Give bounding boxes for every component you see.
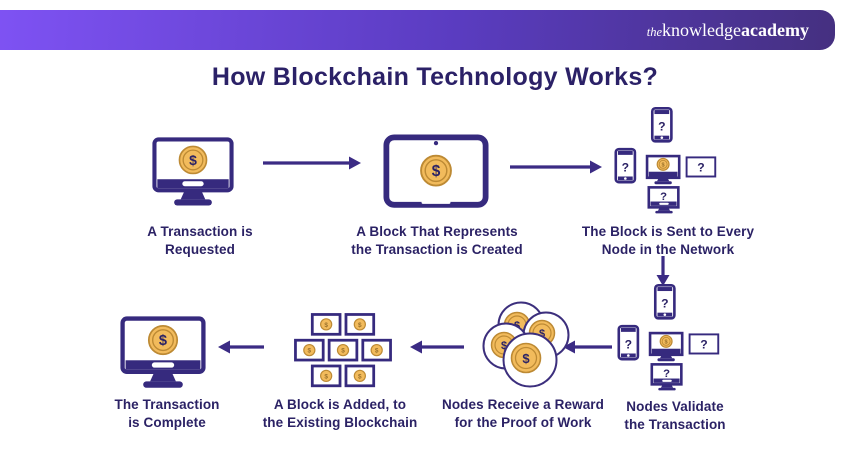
dollar-coin-icon: $ xyxy=(147,325,179,356)
dollar-glyph: $ xyxy=(432,163,441,180)
question-glyph: ? xyxy=(700,337,707,351)
header-bar: theknowledgeacademy xyxy=(0,10,835,50)
coin-icon: $ xyxy=(502,332,558,388)
question-glyph: ? xyxy=(658,119,665,133)
dollar-glyph: $ xyxy=(375,348,379,355)
step-label-block-created: A Block That Represents the Transaction … xyxy=(351,224,523,257)
screen-icon: ? xyxy=(685,156,717,178)
logo-word-academy: academy xyxy=(741,19,809,40)
question-glyph: ? xyxy=(622,160,629,174)
dollar-glyph: $ xyxy=(358,373,362,380)
reward-coins-icon: $ $ $ $ xyxy=(482,301,570,388)
block-icon: $ xyxy=(294,338,325,362)
block-icon: $ xyxy=(310,313,342,336)
dollar-glyph: $ xyxy=(522,351,530,366)
dollar-glyph: $ xyxy=(501,340,507,352)
question-glyph: ? xyxy=(660,191,667,203)
brand-logo: theknowledgeacademy xyxy=(647,20,809,41)
screen-icon: ? xyxy=(688,333,720,355)
question-glyph: ? xyxy=(661,296,668,310)
step-label-block-added: A Block is Added, to the Existing Blockc… xyxy=(262,397,418,430)
monitor-complete-icon: $ xyxy=(120,316,206,388)
smartphone-icon: ? xyxy=(614,147,637,184)
step-label-nodes-validate: Nodes Validate the Transaction xyxy=(624,399,726,432)
question-glyph: ? xyxy=(663,368,670,380)
step-label-block-sent: The Block is Sent to Every Node in the N… xyxy=(581,224,755,257)
monitor-question-icon: ? xyxy=(650,363,683,391)
arrow-left-icon xyxy=(410,340,464,354)
smartphone-icon: ? xyxy=(653,284,676,320)
dollar-coin-icon: $ xyxy=(420,154,452,187)
logo-word-knowledge: knowledge xyxy=(662,19,742,40)
block-icon: $ xyxy=(310,364,342,388)
network-validate-icon: ? ? $ ? ? xyxy=(617,284,720,391)
dollar-glyph: $ xyxy=(341,348,345,355)
arrow-left-icon xyxy=(218,340,264,354)
smartphone-icon: ? xyxy=(650,107,673,143)
monitor-coin-icon: $ xyxy=(648,331,684,362)
arrow-right-icon xyxy=(263,156,361,170)
dollar-glyph: $ xyxy=(189,152,197,168)
network-broadcast-icon: ? ? $ ? ? xyxy=(614,107,717,214)
dollar-glyph: $ xyxy=(308,348,312,355)
step-label-nodes-reward: Nodes Receive a Reward for the Proof of … xyxy=(441,397,605,430)
blockchain-blocks-icon: $ $ $ $ $ $ $ xyxy=(294,313,392,388)
smartphone-icon: ? xyxy=(617,324,640,361)
block-icon: $ xyxy=(327,338,359,362)
dollar-coin-icon: $ xyxy=(178,145,208,175)
dollar-glyph: $ xyxy=(539,328,545,340)
question-glyph: ? xyxy=(625,337,632,351)
block-icon: $ xyxy=(344,364,376,388)
dollar-glyph: $ xyxy=(324,373,328,380)
dollar-glyph: $ xyxy=(665,340,669,346)
dollar-glyph: $ xyxy=(159,333,167,349)
arrow-left-icon xyxy=(563,340,612,354)
dollar-glyph: $ xyxy=(358,322,362,329)
question-glyph: ? xyxy=(697,160,704,174)
block-icon: $ xyxy=(361,338,392,362)
monitor-coin-icon: $ xyxy=(645,154,681,185)
arrow-down-icon xyxy=(656,256,670,286)
step-label-transaction-requested: A Transaction is Requested xyxy=(147,224,253,257)
dollar-glyph: $ xyxy=(662,163,666,169)
tablet-block-icon: $ xyxy=(383,134,489,208)
logo-prefix: the xyxy=(646,24,663,39)
monitor-transaction-icon: $ xyxy=(152,137,234,206)
arrow-right-icon xyxy=(510,160,602,174)
monitor-question-icon: ? xyxy=(647,186,680,214)
dollar-glyph: $ xyxy=(324,322,328,329)
block-icon: $ xyxy=(344,313,376,336)
page-title: How Blockchain Technology Works? xyxy=(211,63,659,91)
step-label-transaction-complete: The Transaction is Complete xyxy=(114,397,220,430)
